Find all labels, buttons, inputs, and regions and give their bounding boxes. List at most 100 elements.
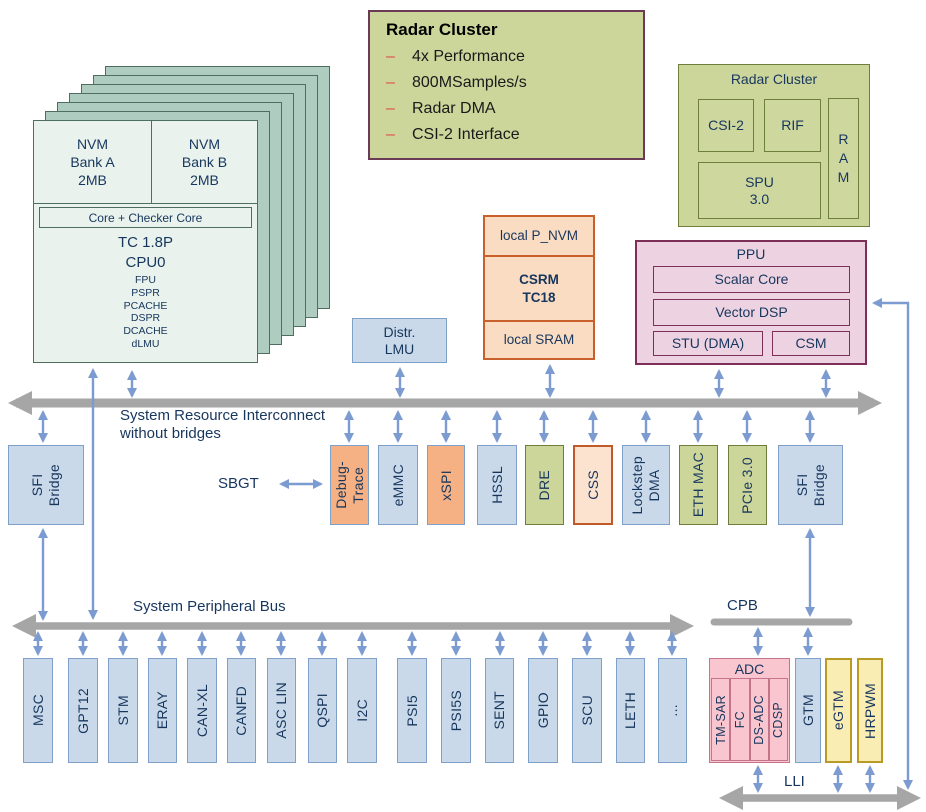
- nvm-bank-b: NVM Bank B 2MB: [181, 135, 228, 189]
- bullet-text: Radar DMA: [412, 99, 496, 117]
- radar-cluster-callout: Radar Cluster – 4x Performance – 800MSam…: [368, 10, 645, 160]
- cpu-core-type: TC 1.8P: [117, 234, 174, 251]
- cpb-label: CPB: [727, 597, 758, 614]
- dre-label: DRE: [536, 469, 553, 501]
- peripheral-label: CAN-XL: [193, 683, 210, 738]
- adc-subblocks: TM-SAR FC DS-ADC CDSP: [710, 678, 789, 762]
- adc-sub-fc: FC: [730, 678, 750, 761]
- ppu-title: PPU: [736, 246, 766, 262]
- csrm-core-section: CSRM TC18: [485, 255, 593, 322]
- hssl-label: HSSL: [488, 466, 505, 504]
- adc-sub-tm-sar: TM-SAR: [711, 678, 731, 761]
- emmc-label: eMMC: [389, 463, 406, 507]
- cpu-core-body: TC 1.8P CPU0 FPU PSPR PCACHE DSPR DCACHE…: [34, 231, 257, 351]
- debug-trace-label: Debug- Trace: [332, 461, 366, 509]
- nvm-row: NVM Bank A 2MB NVM Bank B 2MB: [34, 121, 257, 204]
- local-pnvm-section: local P_NVM: [499, 228, 579, 244]
- sfi-bridge-left-label: SFI Bridge: [29, 463, 62, 507]
- bullet-text: CSI-2 Interface: [412, 125, 520, 143]
- peripheral-label: SENT: [491, 691, 508, 730]
- emmc-block: eMMC: [378, 445, 418, 525]
- peripheral-block-eray: ERAY: [148, 658, 177, 763]
- peripheral-label: GPT12: [74, 687, 91, 734]
- peripheral-label: MSC: [29, 694, 46, 727]
- peripheral-block-leth: LETH: [616, 658, 645, 763]
- vector-dsp-block: Vector DSP: [653, 299, 850, 326]
- peripheral-block-i2c: I2C: [347, 658, 377, 763]
- csrm-block: local P_NVM CSRM TC18 local SRAM: [483, 215, 595, 360]
- peripheral-block-asc-lin: ASC LIN: [267, 658, 296, 763]
- peripheral-block-psi5: PSI5: [397, 658, 427, 763]
- peripheral-block-qspi: QSPI: [308, 658, 337, 763]
- peripheral-label: GPIO: [534, 692, 551, 729]
- cpu-features: FPU PSPR PCACHE DSPR DCACHE dLMU: [123, 274, 168, 350]
- peripheral-label: LETH: [622, 692, 639, 729]
- local-sram-section: local SRAM: [503, 332, 575, 348]
- sbgt-label: SBGT: [218, 475, 259, 492]
- lockstep-dma-block: Lockstep DMA: [622, 445, 670, 525]
- rif-block: RIF: [764, 99, 821, 152]
- hssl-block: HSSL: [477, 445, 517, 525]
- lockstep-dma-label: Lockstep DMA: [629, 455, 662, 515]
- peripheral-block-can-xl: CAN-XL: [187, 658, 217, 763]
- stu-dma-block: STU (DMA): [653, 331, 763, 356]
- peripheral-block-msc: MSC: [23, 658, 53, 763]
- adc-sub-label: TM-SAR: [713, 694, 728, 745]
- peripheral-label: ERAY: [154, 691, 171, 730]
- adc-sub-label: DS-ADC: [752, 694, 767, 745]
- nvm-bank-a: NVM Bank A 2MB: [34, 121, 152, 203]
- scalar-core-block: Scalar Core: [653, 266, 850, 293]
- peripheral-label: PSI5S: [447, 689, 464, 732]
- sfi-bridge-left-block: SFI Bridge: [8, 445, 84, 525]
- xspi-block: xSPI: [427, 445, 465, 525]
- peripheral-block-canfd: CANFD: [227, 658, 256, 763]
- css-label: CSS: [584, 470, 601, 500]
- xspi-label: xSPI: [437, 469, 454, 501]
- peripheral-label: CANFD: [233, 685, 250, 736]
- bullet-dash: –: [386, 48, 395, 65]
- callout-bullet: – Radar DMA: [386, 96, 643, 122]
- adc-sub-label: FC: [732, 710, 747, 729]
- peripheral-label: SCU: [578, 695, 595, 726]
- peripheral-label: PSI5: [403, 694, 420, 727]
- sfi-bridge-right-label: SFI Bridge: [793, 463, 827, 507]
- adc-sub-label: CDSP: [771, 701, 786, 738]
- cpu-block: NVM Bank A 2MB NVM Bank B 2MB Core + Che…: [33, 120, 258, 363]
- radar-cluster-title: Radar Cluster: [730, 71, 818, 87]
- debug-trace-block: Debug- Trace: [330, 445, 369, 525]
- gtm-label: GTM: [799, 694, 816, 727]
- bullet-dash: –: [386, 73, 395, 91]
- peripheral-label: QSPI: [314, 693, 331, 728]
- csi2-block: CSI-2: [698, 99, 754, 152]
- peripheral-block-psi5s: PSI5S: [441, 658, 471, 763]
- dre-block: DRE: [525, 445, 564, 525]
- adc-title: ADC: [734, 660, 765, 677]
- peripheral-block-gpt12: GPT12: [68, 658, 98, 763]
- callout-bullet: – CSI-2 Interface: [386, 122, 643, 148]
- egtm-label: eGTM: [830, 690, 847, 731]
- peripheral-block-stm: STM: [108, 658, 138, 763]
- system-peripheral-bus-label: System Peripheral Bus: [133, 598, 286, 615]
- spu-block: SPU 3.0: [698, 162, 821, 219]
- pcie-label: PCIe 3.0: [739, 456, 756, 514]
- ppu-block: PPU Scalar Core Vector DSP STU (DMA) CSM: [635, 240, 867, 365]
- hrpwm-label: HRPWM: [861, 682, 878, 739]
- csm-block: CSM: [772, 331, 850, 356]
- core-checker-bar: Core + Checker Core: [39, 207, 252, 228]
- lli-label: LLI: [784, 773, 805, 790]
- adc-sub-cdsp: CDSP: [768, 678, 788, 761]
- gtm-block: GTM: [795, 658, 821, 763]
- peripheral-label: STM: [114, 695, 131, 726]
- adc-block: ADC TM-SAR FC DS-ADC CDSP: [709, 658, 790, 763]
- hrpwm-block: HRPWM: [857, 658, 883, 763]
- bullet-text: 800MSamples/s: [412, 73, 527, 91]
- cpu-core-name: CPU0: [125, 253, 166, 271]
- distr-lmu-block: Distr. LMU: [352, 318, 447, 363]
- eth-mac-label: ETH MAC: [690, 452, 707, 518]
- peripheral-block-sent: SENT: [485, 658, 514, 763]
- radar-cluster-block: Radar Cluster CSI-2 RIF R A M SPU 3.0: [678, 64, 870, 227]
- callout-bullet: – 800MSamples/s: [386, 70, 643, 96]
- peripheral-block-gpio: GPIO: [528, 658, 558, 763]
- system-resource-interconnect-label: System Resource Interconnect without bri…: [120, 407, 326, 442]
- peripheral-label: ASC LIN: [273, 682, 290, 739]
